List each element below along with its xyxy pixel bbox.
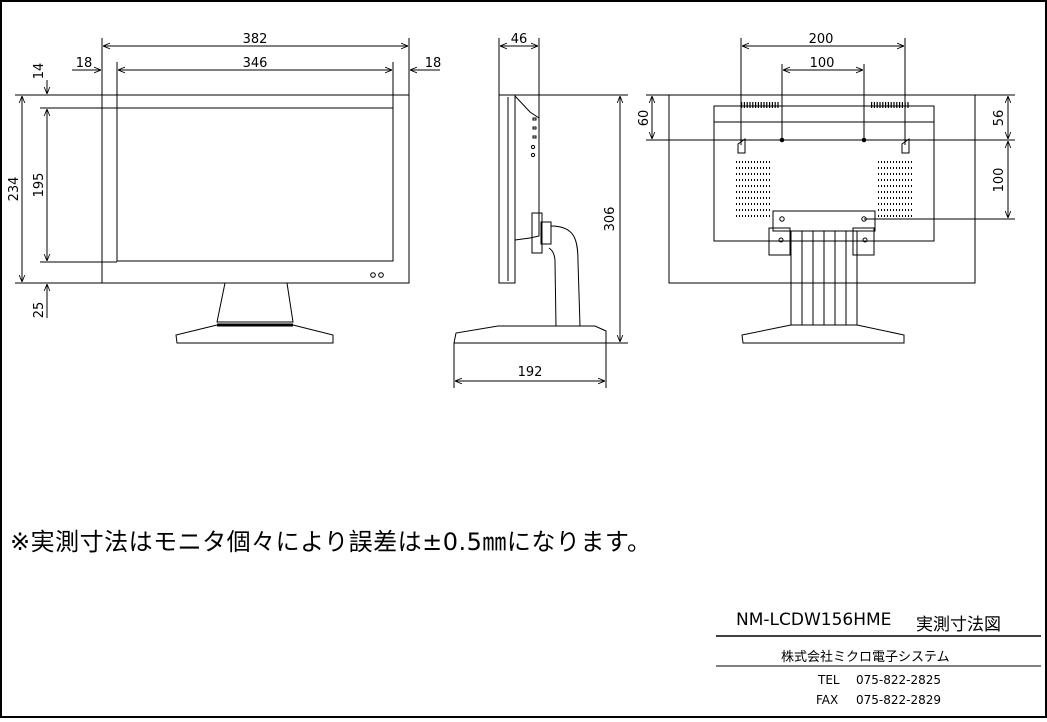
dim-front-total-width: 382: [243, 32, 268, 47]
side-button: [532, 126, 537, 130]
company-name: 株式会社ミクロ電子システム: [781, 650, 950, 665]
side-stand-arm: [548, 225, 581, 327]
dim-side-total-height: 306: [603, 207, 618, 232]
dim-rear-vesa-width: 200: [809, 32, 834, 47]
rear-stand-column: [790, 231, 858, 325]
front-bezel: [101, 94, 410, 284]
dim-front-top-margin: 14: [32, 63, 47, 80]
front-view: [101, 94, 410, 344]
tel-label: TEL: [818, 673, 840, 687]
side-button: [532, 117, 537, 121]
drawing-title: 実測寸法図: [916, 615, 1001, 635]
rear-vent-left: [736, 161, 770, 217]
dim-side-depth: 46: [511, 32, 528, 47]
dim-front-screen-height: 195: [32, 173, 47, 198]
front-power-button: [378, 272, 384, 278]
dim-rear-vesa-inner: 100: [810, 56, 835, 71]
dim-rear-top-offset-left: 60: [637, 110, 652, 127]
fax-number: 075-822-2829: [856, 693, 942, 707]
front-stand-neck: [216, 282, 294, 323]
rear-hook-right: [901, 138, 910, 154]
dim-front-bottom-margin: 25: [32, 302, 47, 319]
side-button: [530, 144, 536, 150]
rear-stand-base: [741, 324, 905, 344]
dim-front-margin-right: 18: [425, 56, 442, 71]
side-button: [532, 135, 537, 139]
rear-housing: [713, 105, 935, 242]
rear-hinge-left: [768, 227, 791, 256]
rear-vent-right: [878, 161, 912, 217]
side-view: [453, 94, 607, 344]
dim-front-margin-left: 18: [76, 56, 93, 71]
rear-vesa-hole: [779, 216, 785, 222]
tolerance-note: ※実測寸法はモニタ個々により誤差は±0.5㎜になります。: [10, 528, 652, 556]
side-rear-housing: [514, 95, 540, 241]
side-hinge: [531, 212, 543, 254]
model-number: NM-LCDW156HME: [736, 610, 892, 630]
front-power-led: [370, 272, 376, 278]
tel-number: 075-822-2825: [856, 673, 942, 687]
front-stand-base: [175, 324, 334, 344]
fax-label: FAX: [816, 693, 839, 707]
dim-side-base-depth: 192: [518, 365, 543, 380]
dim-front-total-height: 234: [7, 177, 22, 202]
side-stand-base: [453, 325, 607, 344]
dim-front-screen-width: 346: [243, 56, 268, 71]
side-button: [530, 152, 536, 158]
rear-hinge-right: [852, 227, 875, 256]
side-hinge-bracket: [540, 221, 552, 245]
front-screen: [116, 107, 394, 262]
rear-bezel: [668, 94, 976, 284]
side-panel-front: [498, 94, 516, 284]
dim-rear-vesa-height: 100: [992, 168, 1007, 193]
dim-rear-top-offset-right: 56: [992, 110, 1007, 127]
rear-hook-left: [737, 138, 746, 154]
